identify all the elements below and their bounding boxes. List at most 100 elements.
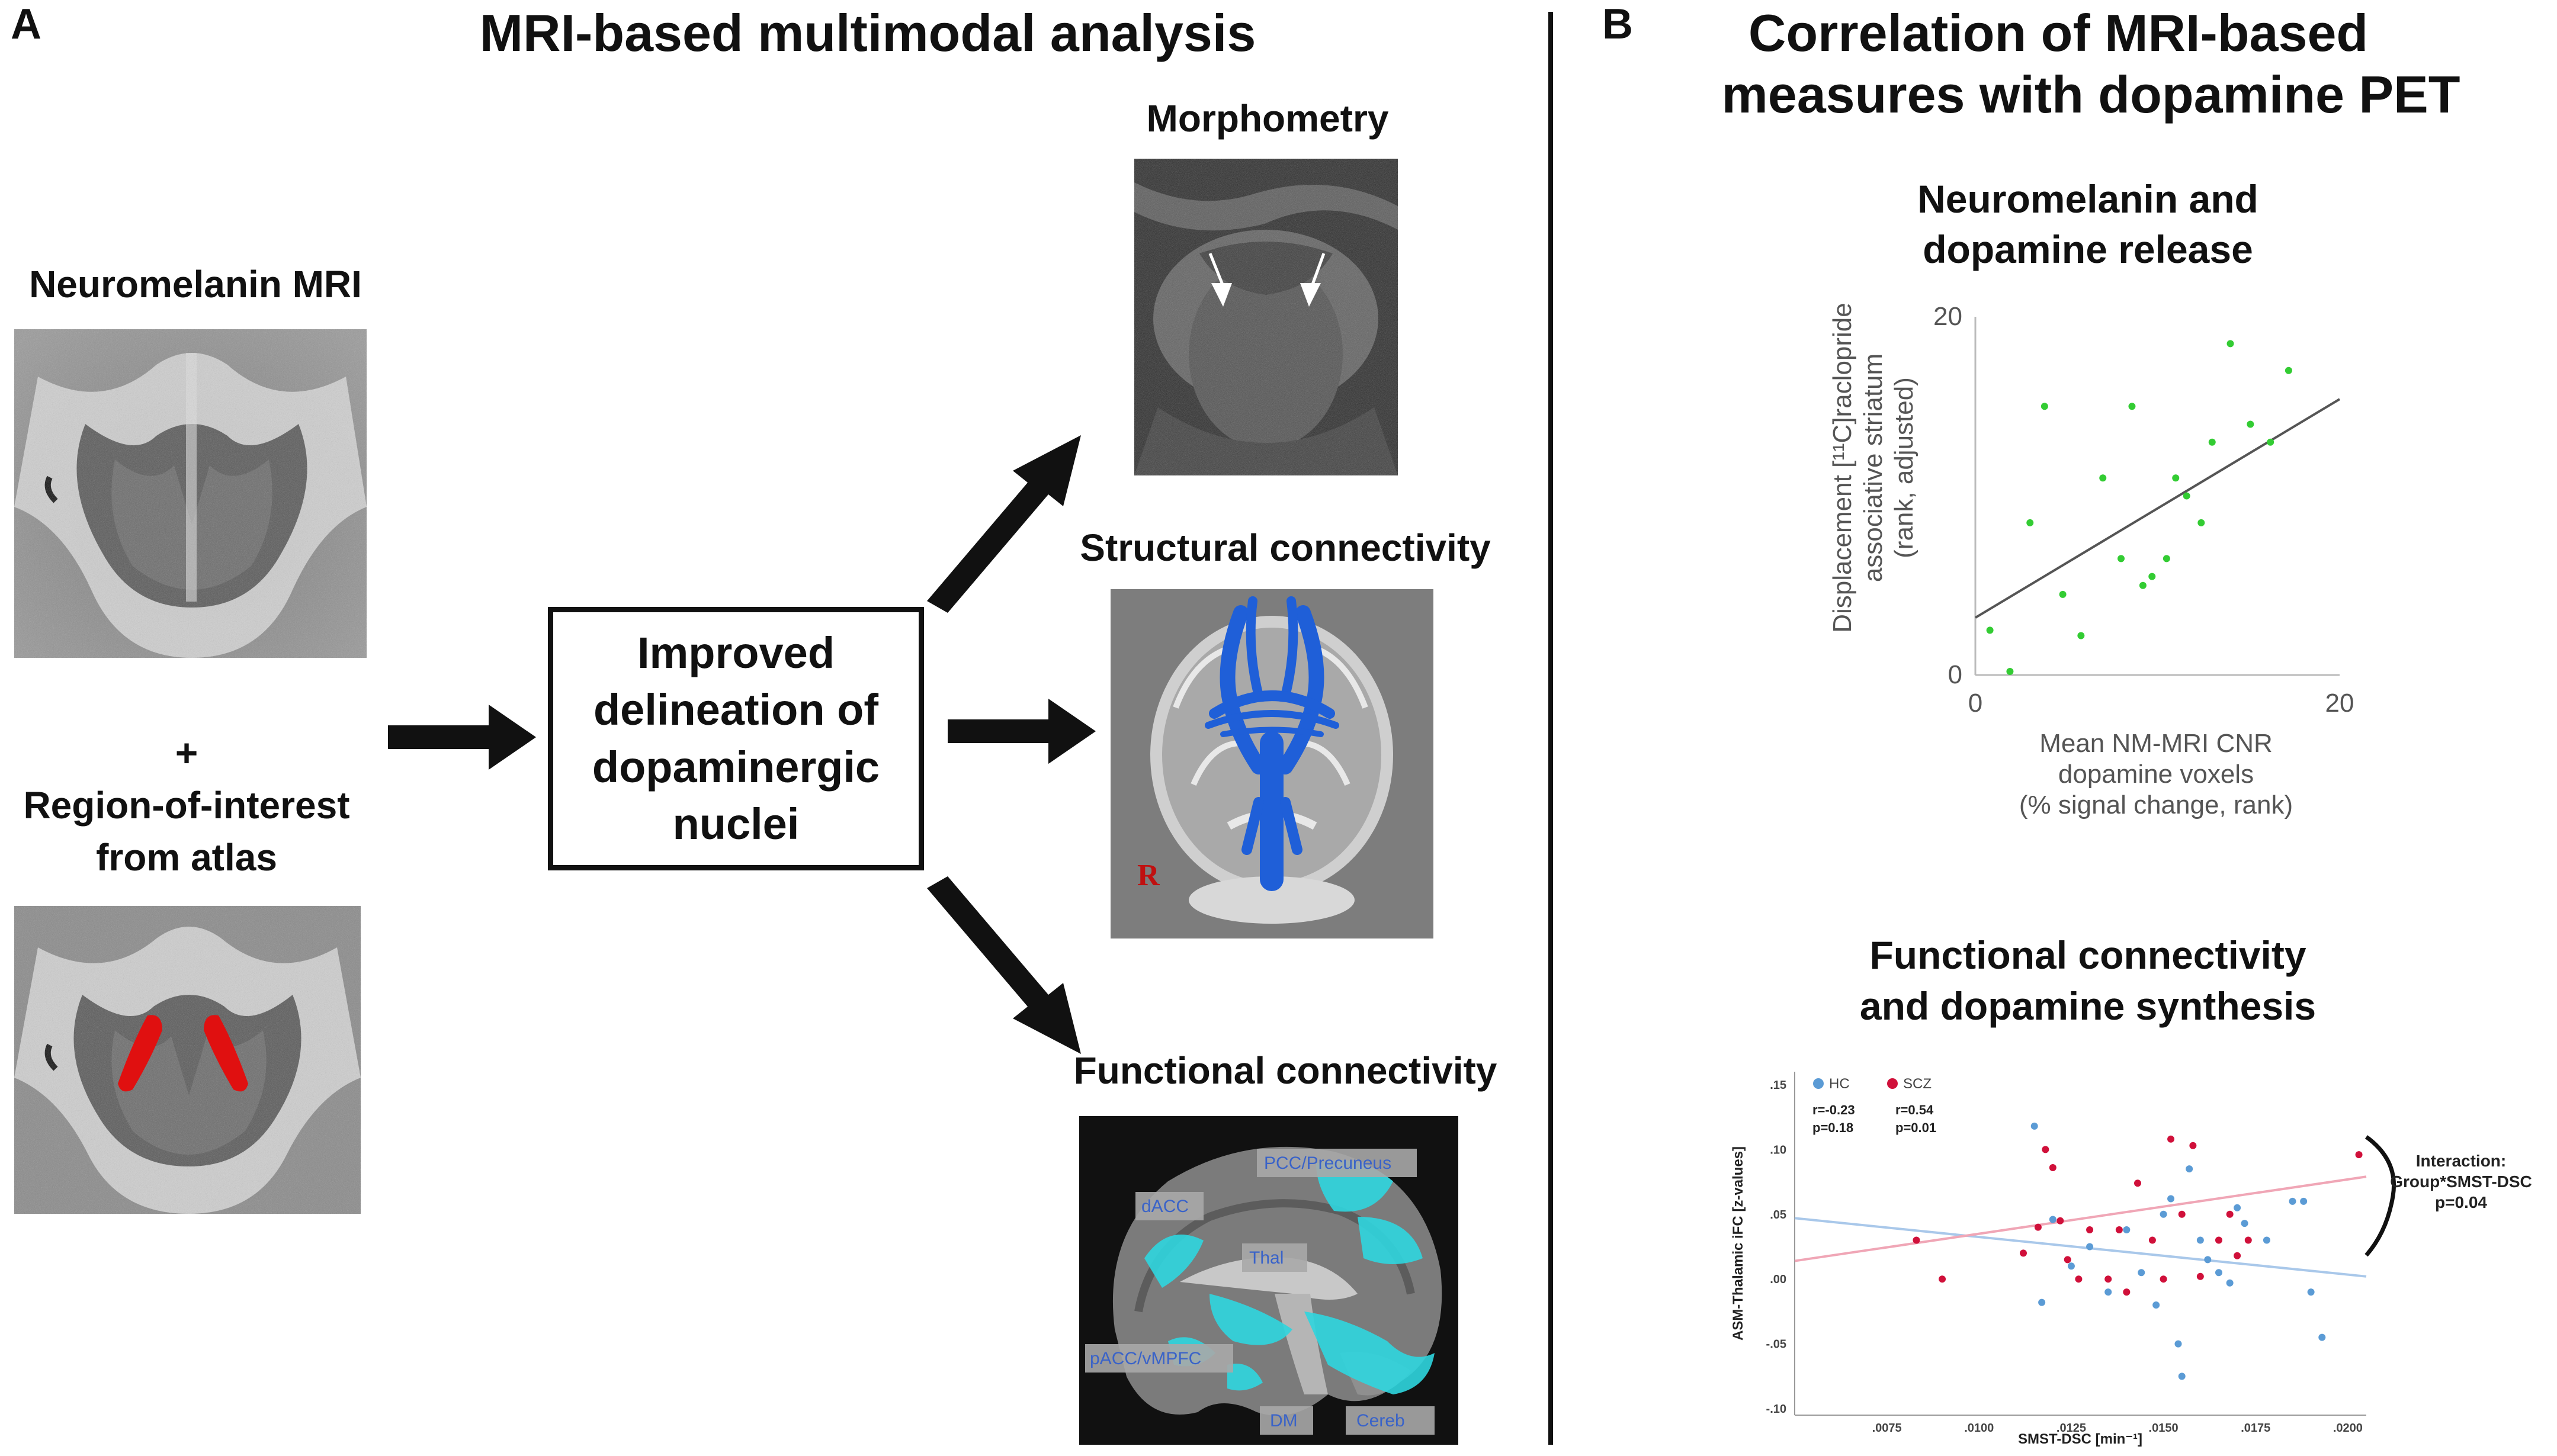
panel-divider xyxy=(1548,12,1553,1445)
chart2-point-hc xyxy=(2289,1197,2296,1205)
chart2-xtick: .0200 xyxy=(2333,1422,2363,1435)
chart2-fit-hc xyxy=(1794,1217,2367,1278)
box-line4: nuclei xyxy=(672,799,800,848)
chart1-point xyxy=(2183,492,2190,500)
chart1-point xyxy=(2163,555,2170,563)
chart2-xlabel: SMST-DSC [min⁻¹] xyxy=(2018,1431,2142,1447)
box-line2: delineation of xyxy=(593,685,878,735)
chart2-point-scz xyxy=(1913,1236,1920,1244)
morph-arrow-right xyxy=(1300,283,1321,307)
chart2-point-hc xyxy=(2038,1298,2046,1306)
legend-hc-dot xyxy=(1813,1078,1824,1089)
chart2-point-scz xyxy=(2355,1151,2363,1159)
functional-brain-image: PCC/Precuneus dACC Thal pACC/vMPFC DM Ce… xyxy=(1079,1116,1458,1445)
structural-image: R xyxy=(1111,589,1433,938)
chart2-point-hc xyxy=(2226,1279,2234,1287)
chart2-point-scz xyxy=(2189,1142,2197,1149)
functional-label: Functional connectivity xyxy=(1073,1049,1497,1092)
chart2-ytick: -.05 xyxy=(1766,1338,1786,1351)
chart2-point-hc xyxy=(2174,1340,2182,1348)
legend-hc-label: HC xyxy=(1829,1076,1850,1092)
roi-atlas-image xyxy=(14,906,361,1214)
chart1-xtick: 0 xyxy=(1968,689,1982,718)
chart2-ytick: .10 xyxy=(1770,1143,1786,1156)
chart2-legend: HC SCZ r=-0.23 p=0.18 r=0.54 p=0.01 xyxy=(1812,1076,1936,1135)
chart2-point-hc xyxy=(2215,1269,2222,1277)
chart2-point-hc xyxy=(2307,1288,2315,1296)
label-pacc: pACC/vMPFC xyxy=(1090,1349,1201,1368)
roi-right xyxy=(204,1015,248,1092)
fc-dopamine-synthesis-chart: ASM-Thalamic iFC [z-values] .0075.0100.0… xyxy=(1730,1072,2532,1447)
chart2-xtick: .0075 xyxy=(1872,1422,1902,1435)
interaction-bracket xyxy=(2364,1135,2396,1257)
chart1-point xyxy=(2026,519,2034,526)
panel-a-title: MRI-based multimodal analysis xyxy=(479,4,1256,62)
chart2-point-hc xyxy=(2138,1269,2145,1277)
chart2-point-scz xyxy=(2244,1236,2252,1244)
hc-p: p=0.18 xyxy=(1812,1120,1853,1135)
neuromelanin-label: Neuromelanin MRI xyxy=(29,263,362,306)
chart2-point-scz xyxy=(2115,1226,2123,1234)
plus-sign: + xyxy=(175,731,198,774)
chart2-point-hc xyxy=(2123,1226,2131,1234)
chart2-point-scz xyxy=(2123,1288,2131,1296)
chart2-point-hc xyxy=(2318,1333,2326,1341)
arrow-to-functional xyxy=(927,876,1081,1054)
chart1-fit-line xyxy=(1974,398,2341,619)
chart1-point xyxy=(2197,519,2205,526)
chart2-point-scz xyxy=(2104,1275,2112,1283)
chart2-point-hc xyxy=(2030,1122,2038,1130)
chart2-ytick: .00 xyxy=(1770,1273,1786,1286)
chart2-point-scz xyxy=(2034,1223,2042,1231)
label-thal: Thal xyxy=(1249,1248,1284,1268)
chart1-xlabel-line2: dopamine voxels xyxy=(2058,760,2254,789)
chart2-point-scz xyxy=(2042,1146,2049,1153)
chart2-point-scz xyxy=(2160,1275,2167,1283)
label-cereb: Cereb xyxy=(1356,1411,1405,1431)
chart2-point-hc xyxy=(2104,1288,2112,1296)
chart2-point-hc xyxy=(2204,1256,2212,1264)
chart2-point-hc xyxy=(2167,1195,2175,1203)
panel-b-title-line2: measures with dopamine PET xyxy=(1721,65,2460,124)
chart1-point xyxy=(2247,420,2254,428)
chart2-point-scz xyxy=(2226,1210,2234,1218)
chart1-point xyxy=(2006,667,2014,675)
panel-a-letter: A xyxy=(11,1,41,48)
panel-b-letter: B xyxy=(1602,1,1633,48)
chart2-point-scz xyxy=(2086,1226,2094,1234)
chart1-point xyxy=(2172,474,2180,482)
box-line3: dopaminergic xyxy=(592,742,880,792)
chart1-ytick: 0 xyxy=(1948,660,1962,689)
arrow-into-box xyxy=(388,705,536,770)
chart1-title-line2: dopamine release xyxy=(1923,227,2253,271)
chart1-point xyxy=(2077,632,2085,639)
roi-label-line2: from atlas xyxy=(96,836,277,879)
chart1-point xyxy=(2041,403,2048,410)
chart2-point-hc xyxy=(2160,1210,2167,1218)
chart2-point-scz xyxy=(2167,1135,2175,1143)
chart2-point-scz xyxy=(2075,1275,2083,1283)
chart1-point xyxy=(2118,555,2125,563)
annotation-line3: p=0.04 xyxy=(2435,1193,2487,1211)
chart1-point xyxy=(1986,626,1994,634)
chart2-title-line2: and dopamine synthesis xyxy=(1859,984,2317,1028)
fc-clusters xyxy=(1144,1160,1435,1394)
roi-left xyxy=(118,1015,162,1092)
chart2-xtick: .0125 xyxy=(2056,1422,2086,1435)
annotation-line2: Group*SMST-DSC xyxy=(2390,1172,2532,1191)
neuromelanin-mri-image xyxy=(14,329,367,658)
chart1-point xyxy=(2148,573,2156,580)
panel-b-title-line1: Correlation of MRI-based xyxy=(1748,4,2369,62)
chart1-ytick: 20 xyxy=(1933,302,1962,331)
morph-arrow-left xyxy=(1211,283,1232,307)
chart1-point xyxy=(2128,403,2136,410)
chart2-point-scz xyxy=(2178,1210,2186,1218)
nm-dopamine-release-chart: Displacement [¹¹C]raclopride associative… xyxy=(1828,302,2354,819)
legend-scz-dot xyxy=(1887,1078,1898,1089)
chart2-point-scz xyxy=(2234,1252,2241,1259)
chart1-point xyxy=(2208,438,2216,446)
chart2-point-scz xyxy=(2064,1256,2071,1264)
chart2-fit-scz xyxy=(1794,1175,2367,1262)
chart2-ylabel: ASM-Thalamic iFC [z-values] xyxy=(1730,1146,1746,1341)
chart1-ylabel-line1: Displacement [¹¹C]raclopride xyxy=(1828,303,1857,633)
